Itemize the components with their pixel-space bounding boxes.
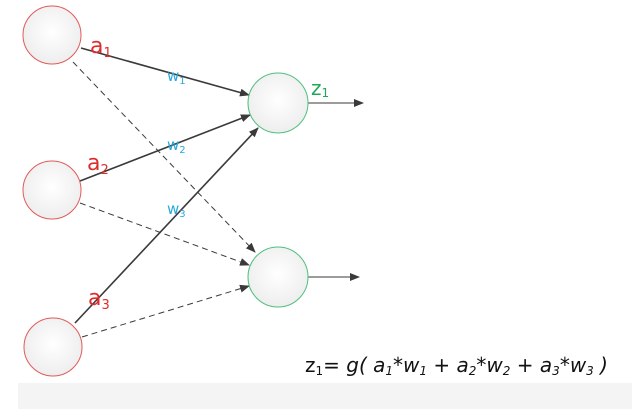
edge-a2-to-z1 — [79, 114, 251, 182]
label-w3: w3 — [167, 200, 186, 220]
edge-a1-to-n2 — [72, 61, 256, 253]
edge-a1-to-z1 — [80, 47, 250, 97]
label-a3: a3 — [88, 286, 110, 313]
label-w1: w1 — [167, 67, 186, 87]
input-node-a1 — [22, 5, 82, 65]
label-w2: w2 — [167, 136, 186, 156]
label-a2: a2 — [87, 151, 109, 178]
input-node-a2 — [22, 160, 82, 220]
input-node-a3 — [23, 317, 83, 377]
footer-band — [18, 383, 632, 409]
formula: z1= g( a1*w1 + a2*w2 + a3*w3 ) — [305, 353, 608, 378]
edge-a2-to-n2 — [79, 202, 250, 266]
label-a1: a1 — [90, 34, 112, 61]
output-node-2 — [247, 246, 309, 308]
output-node-z1 — [247, 72, 309, 134]
edge-a3-to-n2 — [81, 284, 250, 338]
edge-a3-to-z1 — [74, 127, 259, 324]
label-z1: z1 — [311, 76, 329, 100]
